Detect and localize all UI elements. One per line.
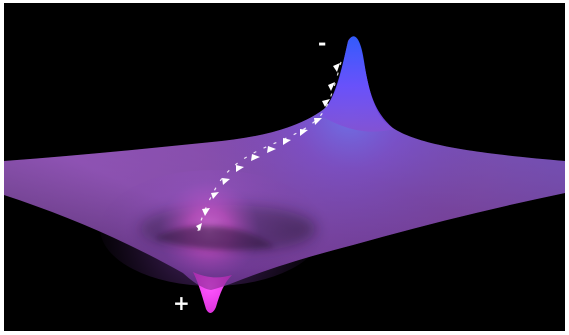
negative-charge-label: - — [318, 31, 326, 55]
dipole-surface-svg: - + — [4, 3, 565, 331]
positive-charge-label: + — [173, 291, 190, 315]
dipole-surface-scene: - + — [4, 3, 565, 331]
